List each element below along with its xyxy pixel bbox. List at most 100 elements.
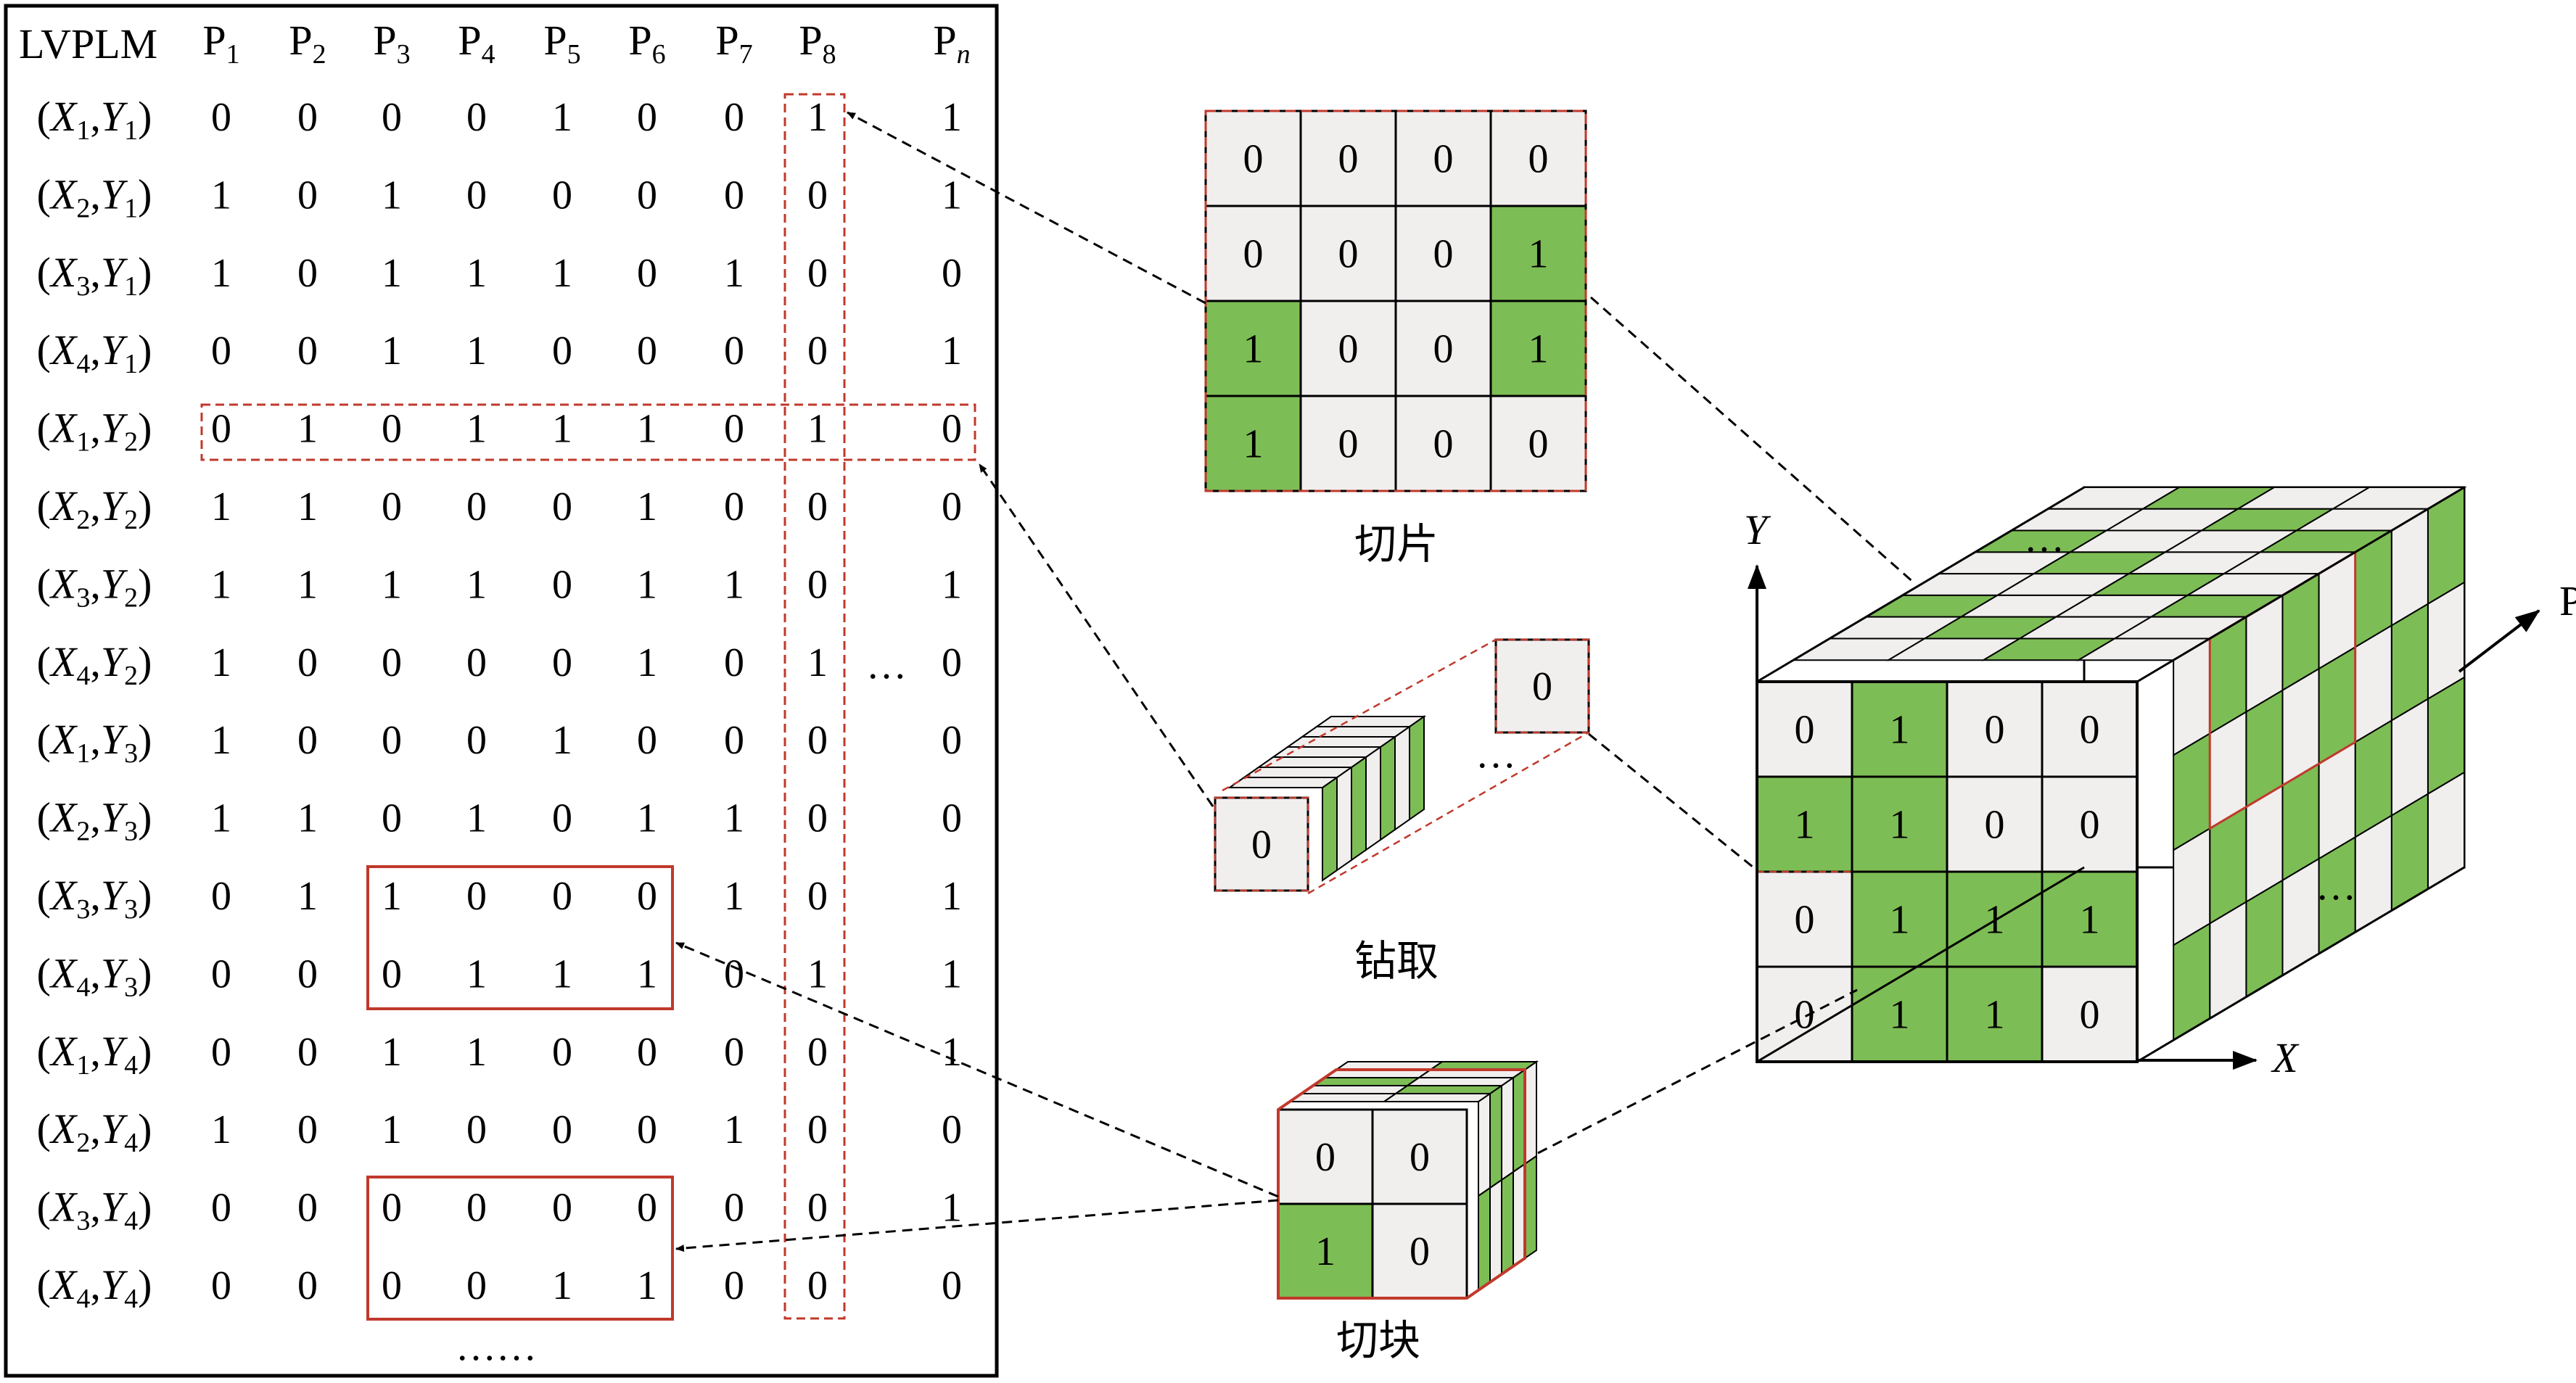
table-cell: 1: [724, 1107, 744, 1152]
slice-cell-value: 1: [1528, 327, 1549, 372]
table-cell: 0: [466, 173, 487, 218]
table-cell: 0: [382, 95, 402, 140]
row-label-part: ,: [90, 638, 101, 685]
slice-cell: 0: [1394, 205, 1492, 302]
row-label-part: ,: [90, 794, 101, 841]
cube-front-cell-value: 1: [2080, 898, 2100, 943]
drill-guide-bottom: [1307, 731, 1589, 895]
table-cell: 0: [466, 874, 487, 919]
cube-top-ellipsis: …: [2024, 516, 2065, 561]
drill-stack: 00…: [1214, 638, 1590, 895]
row-label-x: 3: [76, 582, 90, 613]
drill-guide-top: [1222, 638, 1497, 792]
cube-front-cell-value: 0: [2080, 803, 2100, 848]
row-label-part: (: [37, 249, 51, 296]
cube-front-cell-bg: [1756, 680, 1853, 778]
table-cell: 1: [297, 874, 318, 919]
row-label-part: ): [138, 716, 152, 763]
row-label-part: Y: [101, 1261, 128, 1308]
dice-block-highlight-y4: [366, 1176, 674, 1321]
table-cell: 1: [211, 484, 231, 529]
row-label: (X4,Y4): [37, 1261, 152, 1314]
table-cell: 0: [942, 1263, 962, 1308]
row-label-part: X: [49, 249, 78, 296]
dice-block-highlight-y3: [366, 865, 674, 1010]
row-label-part: ): [138, 794, 152, 841]
column-header-p4: P4: [458, 17, 495, 70]
column-header-p4-base: P: [458, 17, 481, 64]
drill-slab-side: [1351, 756, 1367, 862]
table-cell: 0: [552, 874, 572, 919]
row-label-part: ,: [90, 405, 101, 452]
column-header-p6-base: P: [628, 17, 651, 64]
row-label-y: 4: [124, 1128, 138, 1158]
row-label: (X3,Y1): [37, 249, 152, 302]
table-cell: 1: [466, 407, 487, 452]
x-axis-label: X: [2271, 1034, 2300, 1081]
row-label-x: 2: [76, 193, 90, 223]
drill-slab-side: [1394, 725, 1410, 831]
cube-axes: Y X P: [1744, 506, 2576, 1081]
row-label-part: (: [37, 326, 51, 373]
cube-front-cell: 0: [1756, 870, 1853, 968]
dice-top-face: [1381, 1093, 1493, 1102]
slice-cell-value: 0: [1338, 137, 1359, 182]
table-cell: 1: [466, 251, 487, 296]
drill-slab-side: [1380, 735, 1396, 841]
row-label-x: 1: [76, 1050, 90, 1081]
row-label-part: ): [138, 249, 152, 296]
cube-front-cell: 1: [1851, 870, 1949, 968]
row-label-part: X: [49, 716, 78, 763]
drill-slab-top: [1299, 726, 1412, 738]
dice-side-face: [1513, 1163, 1526, 1268]
cube-front-cell-bg: [2041, 870, 2139, 968]
table-row-ellipsis: ……: [456, 1324, 537, 1369]
slice-cell-bg: [1204, 110, 1302, 207]
table-cell: 0: [466, 95, 487, 140]
table-cell: 0: [211, 874, 231, 919]
dice-top-face: [1393, 1085, 1505, 1094]
drill-front-cell-highlight: [1214, 796, 1309, 892]
table-cell: 0: [297, 1107, 318, 1152]
row-label-y: 3: [124, 972, 138, 1002]
row-label-part: ): [138, 1105, 152, 1152]
table-cell: 0: [807, 484, 828, 529]
table-cell: 1: [637, 796, 657, 841]
table-cell: 1: [297, 796, 318, 841]
row-label-part: Y: [101, 716, 128, 763]
row-label-part: Y: [101, 1105, 128, 1152]
table-cell: 1: [637, 484, 657, 529]
row-label-part: (: [37, 638, 51, 685]
table-cell: 0: [382, 951, 402, 996]
data-cube: 10101110010100110001110110……: [1756, 486, 2467, 1063]
table-cell: 1: [211, 640, 231, 685]
table-cell: 1: [211, 1107, 231, 1152]
row-label-part: X: [49, 1028, 78, 1075]
cube-front-cell: 0: [2041, 775, 2139, 873]
row-label-x: 4: [76, 972, 90, 1002]
dice-cell-value: 1: [1315, 1229, 1336, 1274]
row-label-part: X: [49, 170, 78, 218]
row-label: (X2,Y4): [37, 1105, 152, 1158]
dice-caption: 切块: [1336, 1316, 1420, 1365]
row-label-part: ): [138, 1028, 152, 1075]
column-header-p1: P1: [202, 17, 239, 70]
slice-cell: 0: [1204, 110, 1302, 207]
table-cell: 1: [637, 562, 657, 607]
column-header-p3-sub: 3: [397, 39, 411, 70]
cube-front-cell-value: 0: [1985, 803, 2005, 848]
column-header-p8: P8: [799, 17, 836, 70]
table-cell: 0: [942, 718, 962, 763]
table-cell: 1: [637, 640, 657, 685]
slice-to-cube-line: [1590, 296, 1916, 585]
slice-cell-value: 0: [1528, 422, 1549, 467]
drill-slab-top: [1227, 777, 1340, 788]
cube-front-cell: 0: [2041, 965, 2139, 1063]
row-label-part: (: [37, 1028, 51, 1075]
row-label-y: 4: [124, 1284, 138, 1314]
table-cell: 0: [552, 640, 572, 685]
table-cell: 0: [297, 951, 318, 996]
y-axis-label: Y: [1744, 506, 1771, 553]
slice-cell-value: 0: [1338, 327, 1359, 372]
